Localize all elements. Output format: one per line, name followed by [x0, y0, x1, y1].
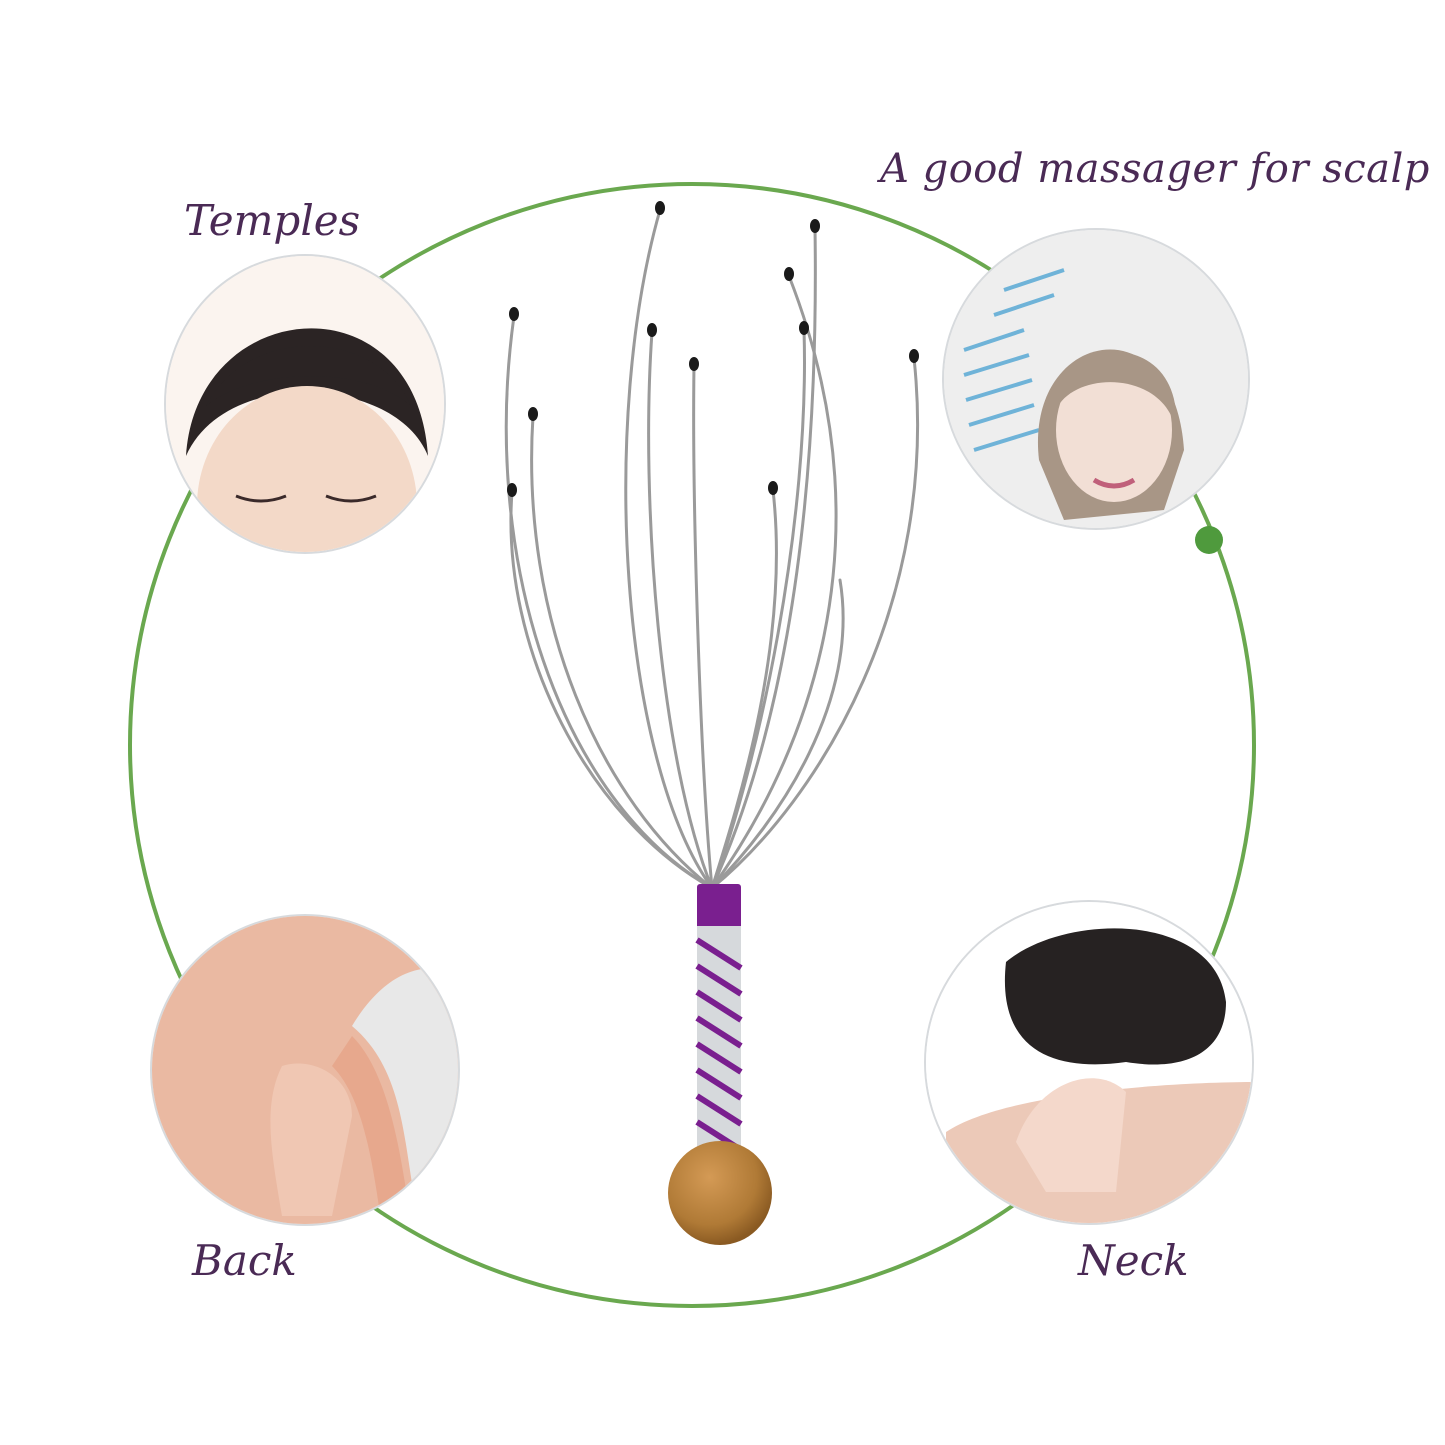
photo-neck — [924, 900, 1254, 1225]
photo-temples — [164, 254, 446, 554]
ring-dot-icon — [1195, 526, 1223, 554]
wooden-ball — [668, 1141, 772, 1245]
label-temples: Temples — [184, 196, 361, 245]
label-neck: Neck — [1078, 1236, 1189, 1285]
label-back: Back — [192, 1236, 297, 1285]
wire-tips — [507, 201, 919, 497]
massager-handle — [668, 884, 772, 1245]
green-ring — [128, 182, 1256, 1308]
photo-scalp-massage — [942, 228, 1250, 530]
photo-back — [150, 914, 460, 1226]
headline: A good massager for scalp — [880, 146, 1430, 192]
wire-prongs — [504, 208, 920, 890]
